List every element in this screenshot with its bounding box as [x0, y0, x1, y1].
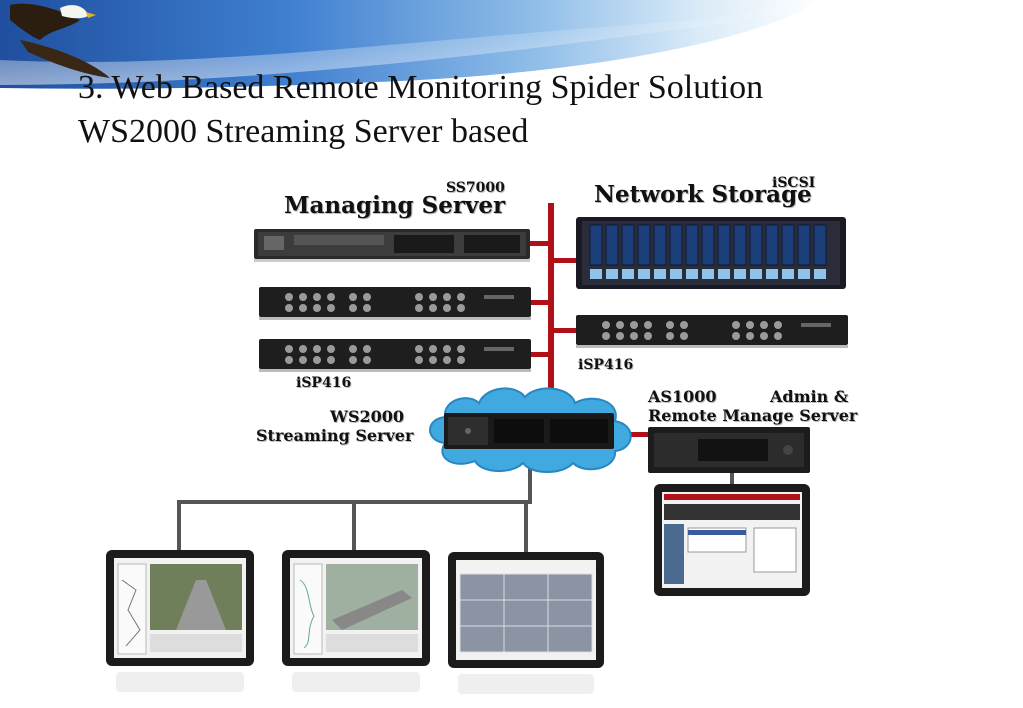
isp416-right-label: iSP416	[578, 357, 634, 373]
managing-server-device	[254, 227, 530, 263]
isp416-device-left-1	[259, 287, 531, 321]
isp416-device-right	[576, 315, 848, 349]
link-monitor-3	[524, 500, 528, 555]
link-ws2000-down	[528, 450, 532, 502]
title-line-1: 3. Web Based Remote Monitoring Spider So…	[78, 69, 764, 106]
link-isp416-2	[528, 352, 550, 357]
admin-label: Admin &	[770, 387, 849, 406]
link-monitor-1	[177, 500, 181, 552]
link-storage	[552, 258, 578, 263]
laptop-monitor-icon	[448, 552, 604, 697]
streaming-server-label: Streaming Server	[256, 426, 414, 445]
header-banner	[0, 0, 1023, 90]
title-line-2: WS2000 Streaming Server based	[78, 113, 529, 150]
slide-title: 3. Web Based Remote Monitoring Spider So…	[78, 66, 763, 154]
as1000-server-device	[648, 427, 810, 475]
ws2000-label: WS2000	[330, 407, 405, 426]
as1000-label: AS1000	[648, 387, 717, 406]
iscsi-label: iSCSI	[772, 175, 816, 191]
isp416-device-left-2	[259, 339, 531, 373]
eagle-sky-banner-icon	[0, 0, 820, 89]
link-as1000	[624, 432, 650, 437]
managing-server-label: Managing Server	[284, 192, 506, 219]
link-isp416-1	[528, 300, 550, 305]
link-isp416-right	[552, 328, 578, 333]
remote-manage-server-label: Remote Manage Server	[648, 406, 858, 425]
laptop-monitor-icon	[282, 550, 430, 695]
network-storage-label: Network Storage	[594, 181, 812, 208]
ws2000-streaming-server-device	[444, 413, 614, 451]
link-monitor-2	[352, 500, 356, 552]
network-backbone-line	[548, 203, 554, 443]
laptop-monitor-icon	[654, 484, 810, 604]
laptop-monitor-icon	[106, 550, 254, 695]
link-monitor-4	[730, 470, 734, 486]
isp416-left-label: iSP416	[296, 375, 352, 391]
network-storage-device	[576, 217, 846, 291]
ss7000-label: SS7000	[446, 180, 505, 196]
link-managing-server	[528, 241, 550, 246]
